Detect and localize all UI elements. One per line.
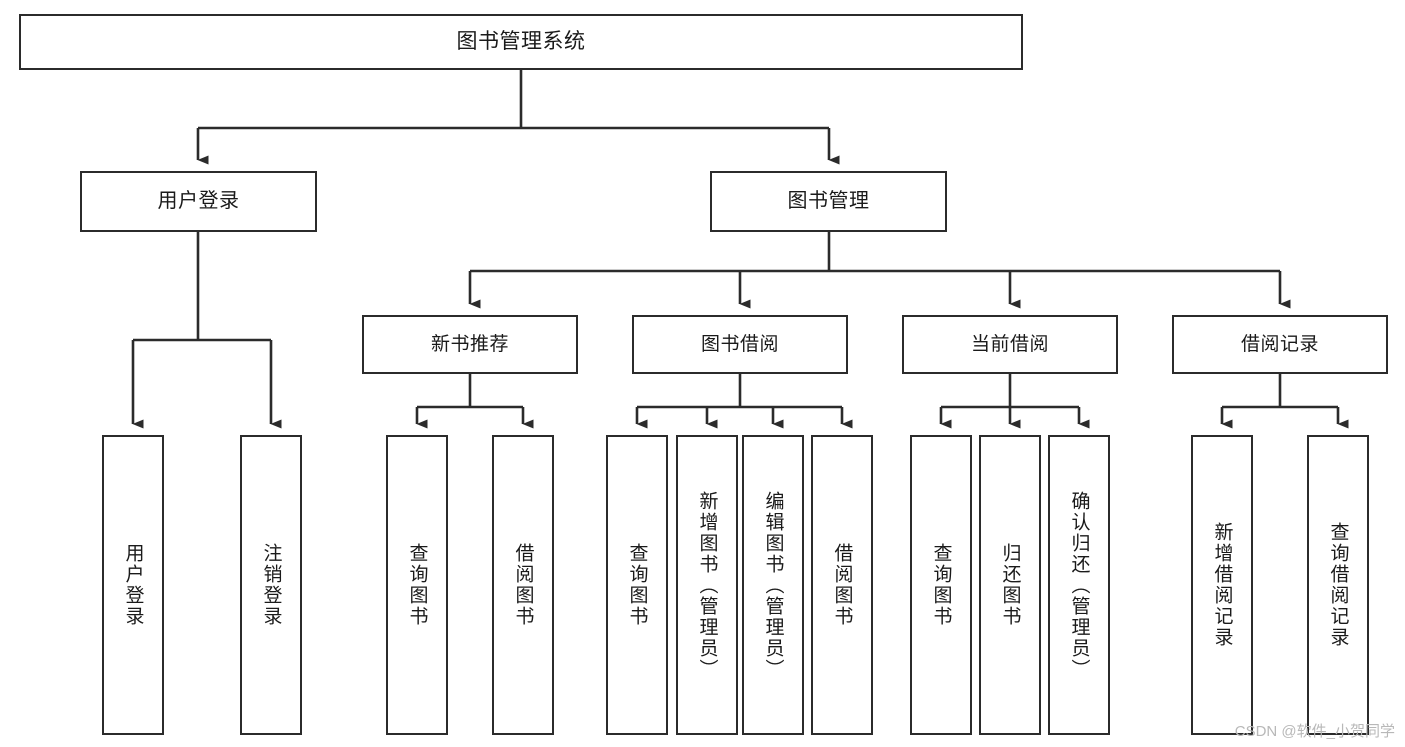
- leaf-user-login[interactable]: 用户登录: [102, 435, 164, 735]
- leaf-add-book-admin[interactable]: 新增图书（管理员）: [676, 435, 738, 735]
- leaf-logout[interactable]: 注销登录: [240, 435, 302, 735]
- leaf-return-book[interactable]: 归还图书: [979, 435, 1041, 735]
- leaf-query-book-recommend[interactable]: 查询图书: [386, 435, 448, 735]
- leaf-query-book-current-label: 查询图书: [930, 543, 952, 627]
- leaf-add-borrow-record-label: 新增借阅记录: [1211, 522, 1233, 648]
- node-new-book-recommend-label: 新书推荐: [430, 333, 509, 355]
- node-new-book-recommend[interactable]: 新书推荐: [362, 315, 578, 374]
- leaf-confirm-return-admin[interactable]: 确认归还（管理员）: [1048, 435, 1110, 735]
- node-book-management-label: 图书管理: [787, 190, 870, 212]
- leaf-user-login-label: 用户登录: [122, 543, 144, 627]
- leaf-logout-label: 注销登录: [260, 543, 282, 627]
- node-root-label: 图书管理系统: [456, 29, 586, 53]
- leaf-query-borrow-record-label: 查询借阅记录: [1327, 522, 1349, 648]
- node-book-borrow[interactable]: 图书借阅: [632, 315, 848, 374]
- node-borrow-record[interactable]: 借阅记录: [1172, 315, 1388, 374]
- node-borrow-record-label: 借阅记录: [1240, 333, 1319, 355]
- leaf-confirm-return-admin-label: 确认归还（管理员）: [1068, 490, 1090, 680]
- leaf-edit-book-admin[interactable]: 编辑图书（管理员）: [742, 435, 804, 735]
- leaf-borrow-book-label: 借阅图书: [831, 543, 853, 627]
- leaf-return-book-label: 归还图书: [999, 543, 1021, 627]
- leaf-query-book-current[interactable]: 查询图书: [910, 435, 972, 735]
- watermark-text: CSDN @软件_小贺同学: [1234, 723, 1395, 740]
- leaf-query-book-borrow[interactable]: 查询图书: [606, 435, 668, 735]
- leaf-borrow-book-recommend-label: 借阅图书: [512, 543, 534, 627]
- node-current-borrow[interactable]: 当前借阅: [902, 315, 1118, 374]
- leaf-query-book-recommend-label: 查询图书: [406, 543, 428, 627]
- leaf-edit-book-admin-label: 编辑图书（管理员）: [762, 490, 784, 680]
- node-book-management[interactable]: 图书管理: [710, 171, 947, 232]
- leaf-add-borrow-record[interactable]: 新增借阅记录: [1191, 435, 1253, 735]
- node-user-login-label: 用户登录: [157, 190, 240, 212]
- leaf-borrow-book-recommend[interactable]: 借阅图书: [492, 435, 554, 735]
- node-root[interactable]: 图书管理系统: [19, 14, 1023, 70]
- leaf-query-borrow-record[interactable]: 查询借阅记录: [1307, 435, 1369, 735]
- leaf-borrow-book[interactable]: 借阅图书: [811, 435, 873, 735]
- leaf-query-book-borrow-label: 查询图书: [626, 543, 648, 627]
- node-current-borrow-label: 当前借阅: [970, 333, 1049, 355]
- leaf-add-book-admin-label: 新增图书（管理员）: [696, 490, 718, 680]
- node-book-borrow-label: 图书借阅: [700, 333, 779, 355]
- node-user-login[interactable]: 用户登录: [80, 171, 317, 232]
